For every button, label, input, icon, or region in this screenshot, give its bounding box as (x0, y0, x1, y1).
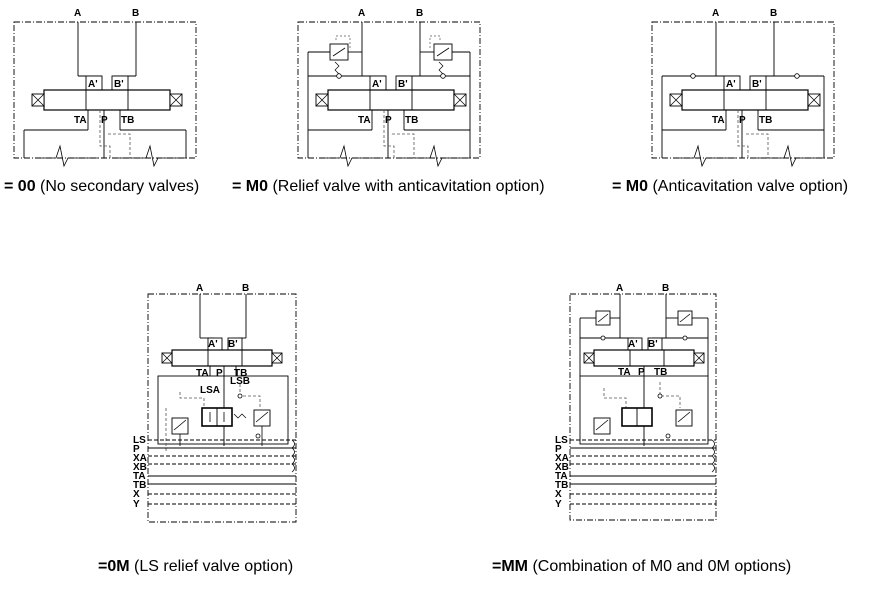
caption-desc: (Relief valve with anticavitation option… (268, 178, 545, 195)
port-label-xb: XB (133, 462, 147, 473)
port-label-b-prime: B' (648, 339, 658, 350)
port-label-ta-bus: TA (555, 471, 568, 482)
port-label-ta: TA (196, 368, 209, 379)
port-label-b: B (242, 283, 249, 294)
caption-desc: (LS relief valve option) (129, 558, 294, 575)
port-label-y: Y (555, 499, 562, 510)
port-label-tb: TB (405, 115, 418, 126)
port-label-tb: TB (759, 115, 772, 126)
port-label-a-prime: A' (208, 339, 218, 350)
port-label-ls: LS (133, 435, 146, 446)
port-label-b: B (662, 283, 669, 294)
port-label-b-prime: B' (228, 339, 238, 350)
port-label-lsa: LSA (200, 385, 220, 396)
port-label-xa: XA (133, 453, 147, 464)
schematic-m0-relief: A B A' B' TA P TB (297, 8, 481, 168)
caption-desc: (Anticavitation valve option) (648, 178, 849, 195)
port-label-p-bus: P (133, 444, 140, 455)
caption-code: = M0 (232, 178, 269, 195)
port-label-b: B (770, 8, 777, 19)
port-label-tb-bus: TB (133, 480, 146, 491)
port-label-p-bus: P (555, 444, 562, 455)
caption-code: =MM (492, 558, 528, 575)
caption-00: = 00 (No secondary valves) (4, 178, 199, 196)
port-label-a-prime: A' (88, 79, 98, 90)
port-label-p: P (216, 368, 223, 379)
caption-mm: =MM (Combination of M0 and 0M options) (492, 558, 791, 576)
caption-m0-anticavitation: = M0 (Anticavitation valve option) (612, 178, 848, 196)
port-label-a-prime: A' (726, 79, 736, 90)
port-label-a: A (712, 8, 719, 19)
schematic-00: A B A' B' TA P TB (13, 8, 197, 168)
port-label-ta: TA (712, 115, 725, 126)
port-label-ls: LS (555, 435, 568, 446)
port-label-b-prime: B' (752, 79, 762, 90)
port-label-a: A (358, 8, 365, 19)
caption-m0-relief: = M0 (Relief valve with anticavitation o… (232, 178, 545, 196)
caption-code: = 00 (4, 178, 36, 195)
port-label-a: A (196, 283, 203, 294)
port-label-tb-bus: TB (555, 480, 568, 491)
port-label-xa: XA (555, 453, 569, 464)
port-label-tb: TB (234, 368, 247, 379)
port-label-ta: TA (74, 115, 87, 126)
schematic-m0-anticavitation: A B A' B' TA P TB (651, 8, 835, 168)
port-label-p: P (638, 367, 645, 378)
port-label-b-prime: B' (398, 79, 408, 90)
port-label-ta: TA (358, 115, 371, 126)
port-label-tb: TB (654, 367, 667, 378)
port-label-y: Y (133, 499, 140, 510)
caption-code: = M0 (612, 178, 649, 195)
port-label-p: P (739, 115, 746, 126)
port-label-ta: TA (618, 367, 631, 378)
schematic-mm: A B A' B' TA P TB LS P XA XB TA TB X Y (555, 283, 717, 521)
port-label-xb: XB (555, 462, 569, 473)
port-label-lsb: LSB (230, 376, 250, 387)
port-label-p: P (101, 115, 108, 126)
port-label-tb: TB (121, 115, 134, 126)
port-label-b-prime: B' (114, 79, 124, 90)
port-label-ta-bus: TA (133, 471, 146, 482)
caption-0m: =0M (LS relief valve option) (98, 558, 293, 576)
port-label-a-prime: A' (628, 339, 638, 350)
caption-desc: (No secondary valves) (35, 178, 200, 195)
port-label-x: X (555, 489, 562, 500)
port-label-b: B (132, 8, 139, 19)
caption-code: =0M (98, 558, 130, 575)
port-label-x: X (133, 489, 140, 500)
port-label-a-prime: A' (372, 79, 382, 90)
port-label-a: A (74, 8, 81, 19)
caption-desc: (Combination of M0 and 0M options) (528, 558, 792, 575)
port-label-p: P (385, 115, 392, 126)
port-label-b: B (416, 8, 423, 19)
schematic-0m: A B A' B' TA P TB LSA LSB LS P XA XB TA … (133, 283, 297, 523)
port-label-a: A (616, 283, 623, 294)
